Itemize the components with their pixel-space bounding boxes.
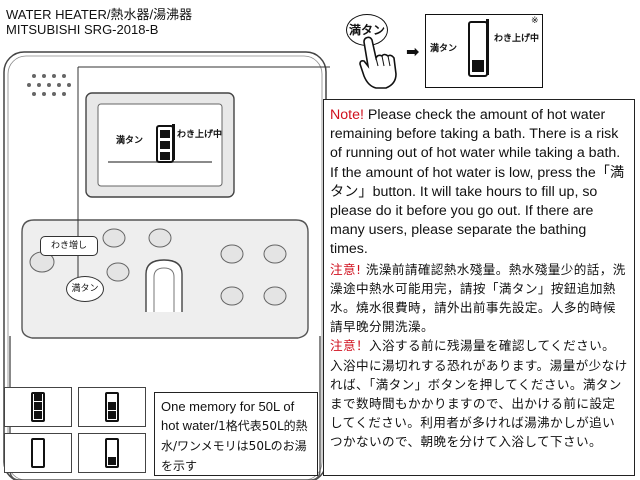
callout-fill-label: 満タン xyxy=(430,44,458,54)
level-gauge-icon xyxy=(105,438,119,468)
gauge-example-full xyxy=(4,387,72,427)
note-en-body: Please check the amount of hot water rem… xyxy=(330,107,625,258)
note-chinese: 注意! 洗澡前請確認熱水殘量。熱水殘量少的話，洗澡途中熱水可能用完，請按「満タン… xyxy=(330,260,628,337)
model-name: MITSUBISHI SRG-2018-B xyxy=(6,22,159,37)
level-gauge-icon xyxy=(105,392,119,422)
note-zh-body: 洗澡前請確認熱水殘量。熱水殘量少的話，洗澡途中熱水可能用完，請按「満タン」按鈕追… xyxy=(330,261,626,335)
round-button-8 xyxy=(106,262,130,282)
gauge-segment xyxy=(108,402,116,410)
note-box: Note! Please check the amount of hot wat… xyxy=(323,99,635,476)
note-japanese: 注意！入浴する前に残湯量を確認してください。入浴中に湯切れする恐れがあります。湯… xyxy=(330,336,628,451)
memory-text-en: One memory for 50L of hot water/ xyxy=(161,399,295,433)
callout-heating-label: わき上げ中 xyxy=(494,34,540,44)
round-button-5 xyxy=(220,286,244,306)
panel-heating-label: わき上げ中 xyxy=(177,130,223,140)
memory-text-zh: 1格代表50L的熱水/ xyxy=(161,419,308,453)
gauge-segment xyxy=(108,457,116,465)
round-button-2 xyxy=(148,228,172,248)
gauge-segment xyxy=(34,393,42,401)
note-ja-body: 入浴する前に残湯量を確認してください。入浴中に湯切れする恐れがあります。湯量が少… xyxy=(330,338,628,450)
note-en-prefix: Note! xyxy=(330,107,364,123)
callout-display: 満タン わき上げ中 ※ xyxy=(425,14,543,88)
gauge-segment xyxy=(108,411,116,419)
reheat-button[interactable]: わき増し xyxy=(40,236,98,256)
note-zh-prefix: 注意! xyxy=(330,261,362,277)
gauge-segment xyxy=(34,402,42,410)
gauge-edge xyxy=(172,124,175,160)
gauge-segment xyxy=(34,411,42,419)
pointing-hand-icon xyxy=(359,36,397,89)
memory-text-ja: ワンメモリは50Lのお湯を示す xyxy=(161,439,307,473)
round-button-1 xyxy=(102,228,126,248)
callout-asterisk: ※ xyxy=(531,16,539,26)
panel-fill-label: 満タン xyxy=(116,136,144,146)
callout-gauge-edge xyxy=(486,19,489,75)
callout-level-gauge xyxy=(468,21,488,77)
gauge-example-empty xyxy=(4,433,72,473)
level-gauge-icon xyxy=(31,392,45,422)
round-button-3 xyxy=(220,244,244,264)
memory-explanation: One memory for 50L of hot water/1格代表50L的… xyxy=(154,392,318,476)
note-ja-prefix: 注意！ xyxy=(330,338,369,354)
gauge-example-two xyxy=(78,387,146,427)
note-english: Note! Please check the amount of hot wat… xyxy=(330,106,628,260)
arrow-right-icon: ➡ xyxy=(406,42,420,61)
gauge-examples xyxy=(4,387,148,477)
level-gauge-icon xyxy=(31,438,45,468)
callout-fill-button[interactable]: 満タン xyxy=(346,14,388,46)
gauge-example-one xyxy=(78,433,146,473)
speaker-grille xyxy=(27,74,71,96)
fill-button[interactable]: 満タン xyxy=(66,276,104,302)
round-button-6 xyxy=(263,286,287,306)
round-button-4 xyxy=(263,244,287,264)
page-title: WATER HEATER/熱水器/湯沸器 xyxy=(6,7,193,22)
